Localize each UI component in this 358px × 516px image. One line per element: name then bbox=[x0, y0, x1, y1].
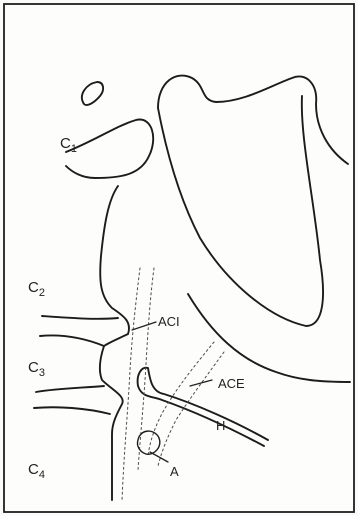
label-hyoid: H bbox=[216, 418, 225, 433]
label-aci: ACI bbox=[158, 314, 180, 329]
label-ace: ACE bbox=[218, 376, 245, 391]
diagram-frame bbox=[4, 4, 354, 512]
label-artery: A bbox=[170, 464, 179, 479]
